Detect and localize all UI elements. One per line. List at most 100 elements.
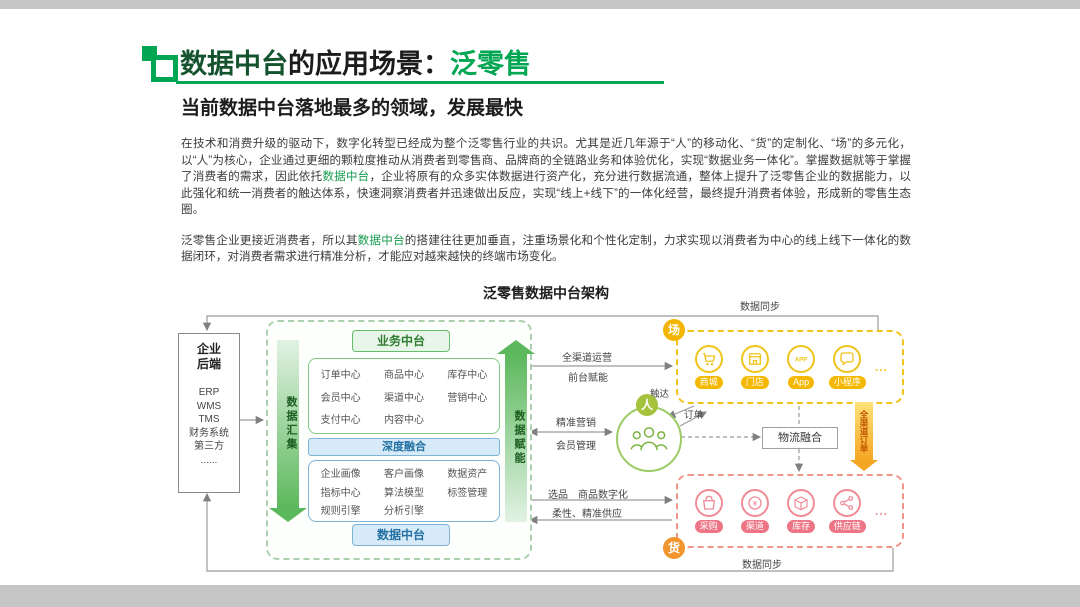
page-title-highlight: 泛零售 [450,49,531,79]
channel-miniprogram: 小程序 [828,345,866,389]
page-title-middle: 的应用场景： [288,49,450,79]
scene-channels-box: 商城 门店 APP App 小程序 ... [676,330,904,404]
data-collect-arrowhead-icon [269,508,307,522]
label-order: 订单 [684,410,704,421]
goods-label: 库存 [787,520,816,533]
label-flexible-supply: 柔性、精准供应 [552,509,622,520]
data-collect-arrow: 数据汇集 [277,340,299,508]
data-capability-item: 数据资产 [447,468,488,480]
business-center-item: 订单中心 [320,370,361,382]
channel-icon: ¥ [740,489,769,517]
backend-item: ERP [198,387,220,398]
data-capability-item: 标签管理 [447,487,488,499]
data-enable-arrowhead-icon [497,340,535,354]
business-center-item: 支付中心 [320,414,361,426]
people-icon [630,427,668,451]
page-title-keyword: 数据中台 [180,49,288,79]
svg-text:¥: ¥ [753,501,757,508]
title-underline [176,81,664,84]
business-center-item: 内容中心 [383,414,424,426]
label-data-sync-bottom: 数据同步 [742,560,782,571]
backend-item: WMS [196,400,222,412]
channel-mall: 商城 [690,345,727,389]
business-center-item: 库存中心 [447,370,488,382]
data-capability-item: 指标中心 [320,487,361,499]
goods-supplychain: 供应链 [828,489,866,533]
consumer-circle [616,406,682,472]
goods-more-ellipsis: ... [875,504,889,518]
data-capability-item: 企业画像 [320,468,361,480]
body-text: 在技术和消费升级的驱动下，数字化转型已经成为整个泛零售行业的共识。尤其是近几年源… [181,136,911,280]
data-capability-item: 分析引擎 [383,506,424,518]
goods-badge: 货 [663,537,685,559]
scene-badge: 场 [663,319,685,341]
backend-item: ...... [200,454,218,466]
label-touch: 触达 [650,389,670,400]
data-enable-arrow: 数据赋能 [505,354,527,522]
data-collect-arrow-label: 数据汇集 [285,396,297,452]
paragraph-1: 在技术和消费升级的驱动下，数字化转型已经成为整个泛零售行业的共识。尤其是近几年源… [181,137,911,216]
scene-more-ellipsis: ... [875,360,889,374]
business-center-item: 商品中心 [383,370,424,382]
omni-order-arrow-label: 全渠道订单 [859,409,869,453]
data-enable-arrow-label: 数据赋能 [513,410,525,466]
subtitle: 当前数据中台落地最多的领域，发展最快 [181,98,524,119]
enterprise-backend-items: ERP WMS TMS 财务系统 第三方 ...... [179,386,239,467]
supplychain-icon [833,489,862,517]
goods-label: 供应链 [828,520,866,533]
data-capability-item: 规则引擎 [320,506,361,518]
goods-inventory: 库存 [783,489,820,533]
business-center-item: 会员中心 [320,392,361,404]
backend-item: 财务系统 [189,427,229,439]
channel-store: 门店 [736,345,773,389]
business-platform-pill: 业务中台 [352,330,450,352]
app-icon: APP [787,345,816,373]
channel-label: 小程序 [828,376,866,389]
svg-text:APP: APP [795,357,807,363]
cart-icon [694,345,723,373]
channel-app: APP App [783,345,820,389]
data-platform-pill: 数据中台 [352,524,450,546]
diagram-title: 泛零售数据中台架构 [483,285,609,301]
goods-channel: ¥ 渠道 [736,489,773,533]
business-center-item: 渠道中心 [383,392,424,404]
label-precise-marketing: 精准营销 [556,418,596,429]
label-member-management: 会员管理 [556,441,596,452]
business-centers-box: 订单中心 商品中心 库存中心 会员中心 渠道中心 营销中心 支付中心 内容中心 [308,358,500,434]
store-icon [740,345,769,373]
goods-purchase: 采购 [690,489,727,533]
omni-order-arrow: 全渠道订单 [855,402,873,460]
paragraph-2: 泛零售企业更接近消费者，所以其数据中台的搭建往往更加垂直，注重场景化和个性化定制… [181,233,911,264]
enterprise-backend-title: 企业 后端 [196,342,221,371]
backend-item: TMS [198,414,220,425]
goods-chain-box: 采购 ¥ 渠道 库存 供应链 ... [676,474,904,548]
page-title: 数据中台的应用场景：泛零售 [180,42,531,81]
data-capability-item: 客户画像 [383,468,424,480]
title-bullet-icon [142,46,178,82]
title-bullet-frame-square [151,55,178,82]
logistics-fusion-box: 物流融合 [762,427,838,449]
bottom-frame-bar [0,585,1080,607]
person-badge: 人 [636,394,658,416]
goods-label: 采购 [694,520,723,533]
omni-order-arrowhead-icon [850,460,878,471]
label-omni-operations: 全渠道运营 [562,353,612,364]
channel-label: 商城 [694,376,723,389]
enterprise-backend-box: 企业 后端 ERP WMS TMS 财务系统 第三方 ...... [178,333,240,493]
data-capability-item: 算法模型 [383,487,424,499]
miniprogram-icon [833,345,862,373]
backend-item: 第三方 [194,441,224,452]
business-center-item: 营销中心 [447,392,488,404]
purchase-icon [694,489,723,517]
deep-fusion-banner: 深度融合 [308,438,500,456]
channel-label: App [788,376,815,389]
channel-label: 门店 [740,376,769,389]
top-frame-bar [0,0,1080,9]
label-front-enable: 前台赋能 [568,373,608,384]
inventory-icon [787,489,816,517]
label-data-sync-top: 数据同步 [740,302,780,313]
label-selection-digitalization: 选品 商品数字化 [548,490,628,501]
data-capability-box: 企业画像 客户画像 数据资产 指标中心 算法模型 标签管理 规则引擎 分析引擎 [308,460,500,522]
